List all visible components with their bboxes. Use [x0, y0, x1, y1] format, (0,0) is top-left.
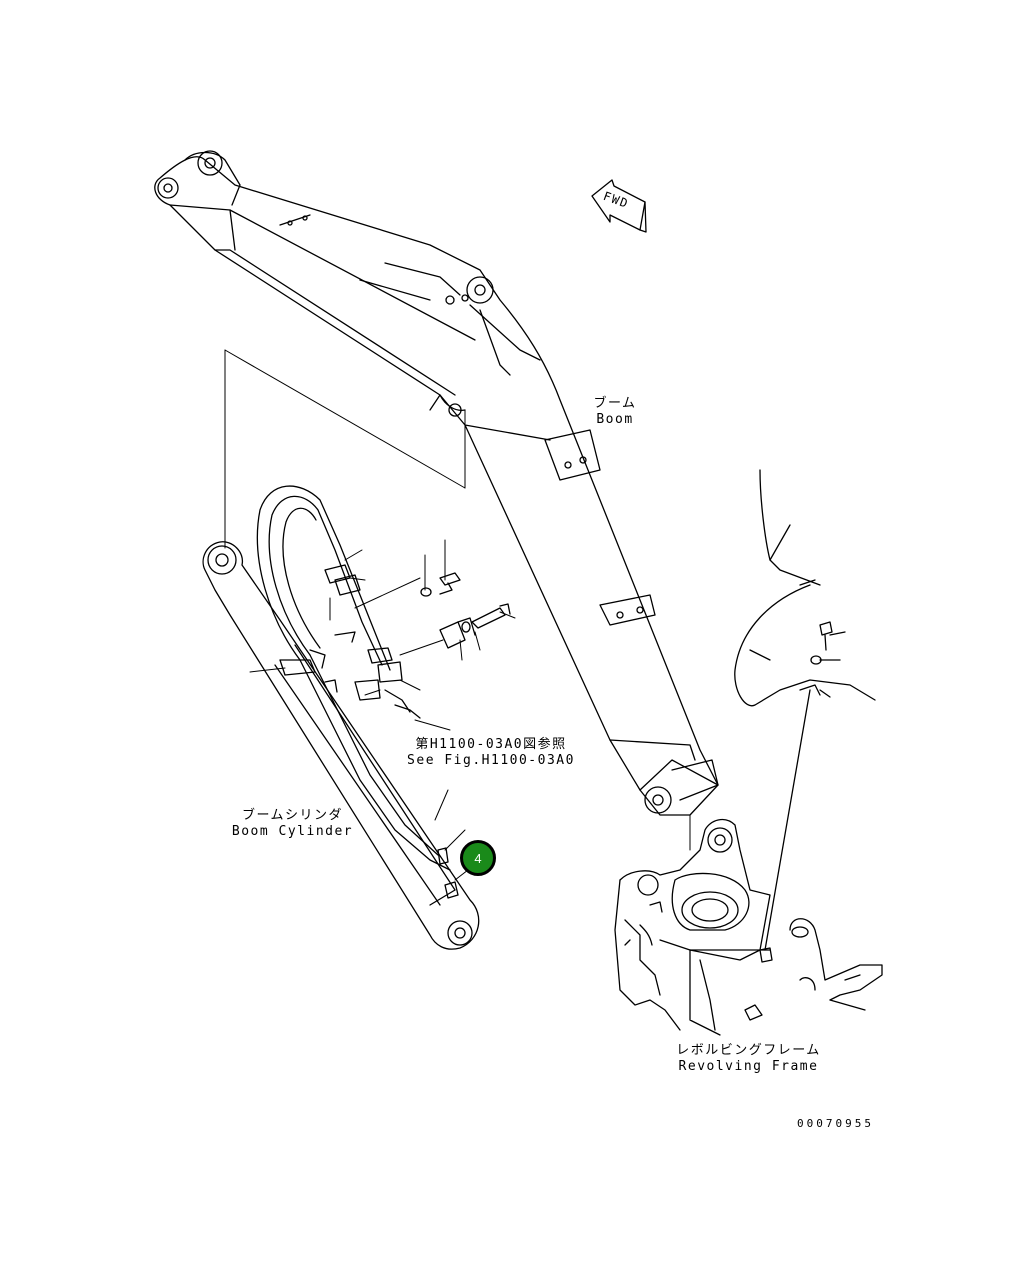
- revolving-frame-label-en: Revolving Frame: [678, 1059, 819, 1074]
- reference-label-en: See Fig.H1100-03A0: [407, 753, 575, 768]
- leader-lines: [224, 349, 691, 881]
- boom: [154, 150, 719, 816]
- boom-cylinder-label-jp: ブームシリンダ: [241, 808, 344, 823]
- boom-cylinder-label-en: Boom Cylinder: [231, 824, 354, 839]
- fwd-arrow: [591, 179, 647, 233]
- boom-label-jp: ブーム: [593, 396, 637, 411]
- reference-label: 第H1100-03A0図参照 See Fig.H1100-03A0: [406, 737, 576, 769]
- boom-cylinder: [202, 541, 480, 950]
- callout-4[interactable]: 4: [460, 840, 496, 876]
- boom-label: ブーム Boom: [590, 396, 640, 428]
- reference-label-jp: 第H1100-03A0図参照: [415, 737, 567, 752]
- drawing-code: 00070955: [797, 1117, 874, 1130]
- hoses: [256, 485, 451, 871]
- revolving-frame-label: レボルビングフレーム Revolving Frame: [676, 1043, 821, 1075]
- wire-harness: [734, 469, 876, 963]
- revolving-frame: [614, 818, 883, 1036]
- boom-cylinder-label: ブームシリンダ Boom Cylinder: [230, 808, 355, 840]
- revolving-frame-label-jp: レボルビングフレーム: [676, 1043, 821, 1058]
- boom-label-en: Boom: [596, 412, 634, 427]
